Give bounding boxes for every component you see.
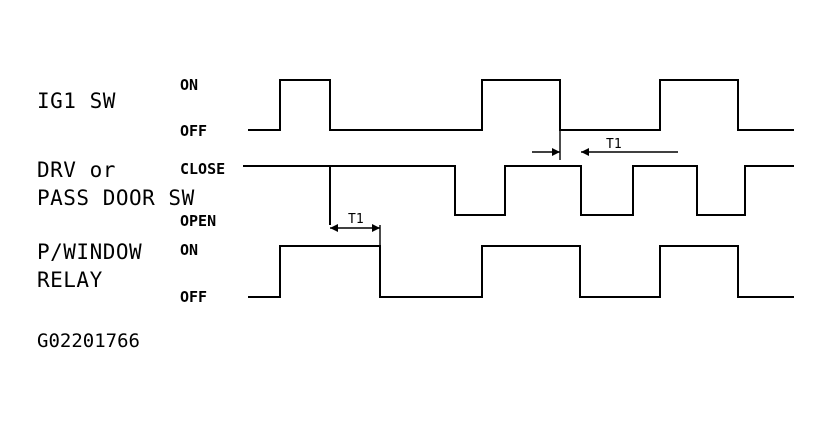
t1-label-2: T1 [606, 137, 622, 152]
t1-interval-1: T1 [330, 212, 381, 246]
door-sw-name-line2: PASS DOOR SW [37, 186, 195, 210]
door-sw-waveform [243, 165, 331, 225]
door-close-label: CLOSE [180, 160, 226, 178]
t1-label-1: T1 [348, 212, 364, 227]
relay-off-label: OFF [180, 288, 208, 306]
door-sw-name-line1: DRV or [37, 158, 116, 182]
ig1-sw-name: IG1 SW [37, 89, 116, 113]
figure-id: G02201766 [37, 330, 140, 352]
ig1-on-label: ON [180, 76, 199, 94]
ig1-off-label: OFF [180, 122, 208, 140]
door-open-label: OPEN [180, 212, 217, 230]
relay-on-label: ON [180, 241, 199, 259]
t1-interval-2: T1 [532, 130, 678, 160]
relay-name-line2: RELAY [37, 268, 103, 292]
relay-waveform [248, 245, 794, 298]
ig1-sw-waveform [248, 79, 794, 131]
door-sw-waveform-main [330, 165, 794, 216]
relay-name-line1: P/WINDOW [37, 240, 143, 264]
